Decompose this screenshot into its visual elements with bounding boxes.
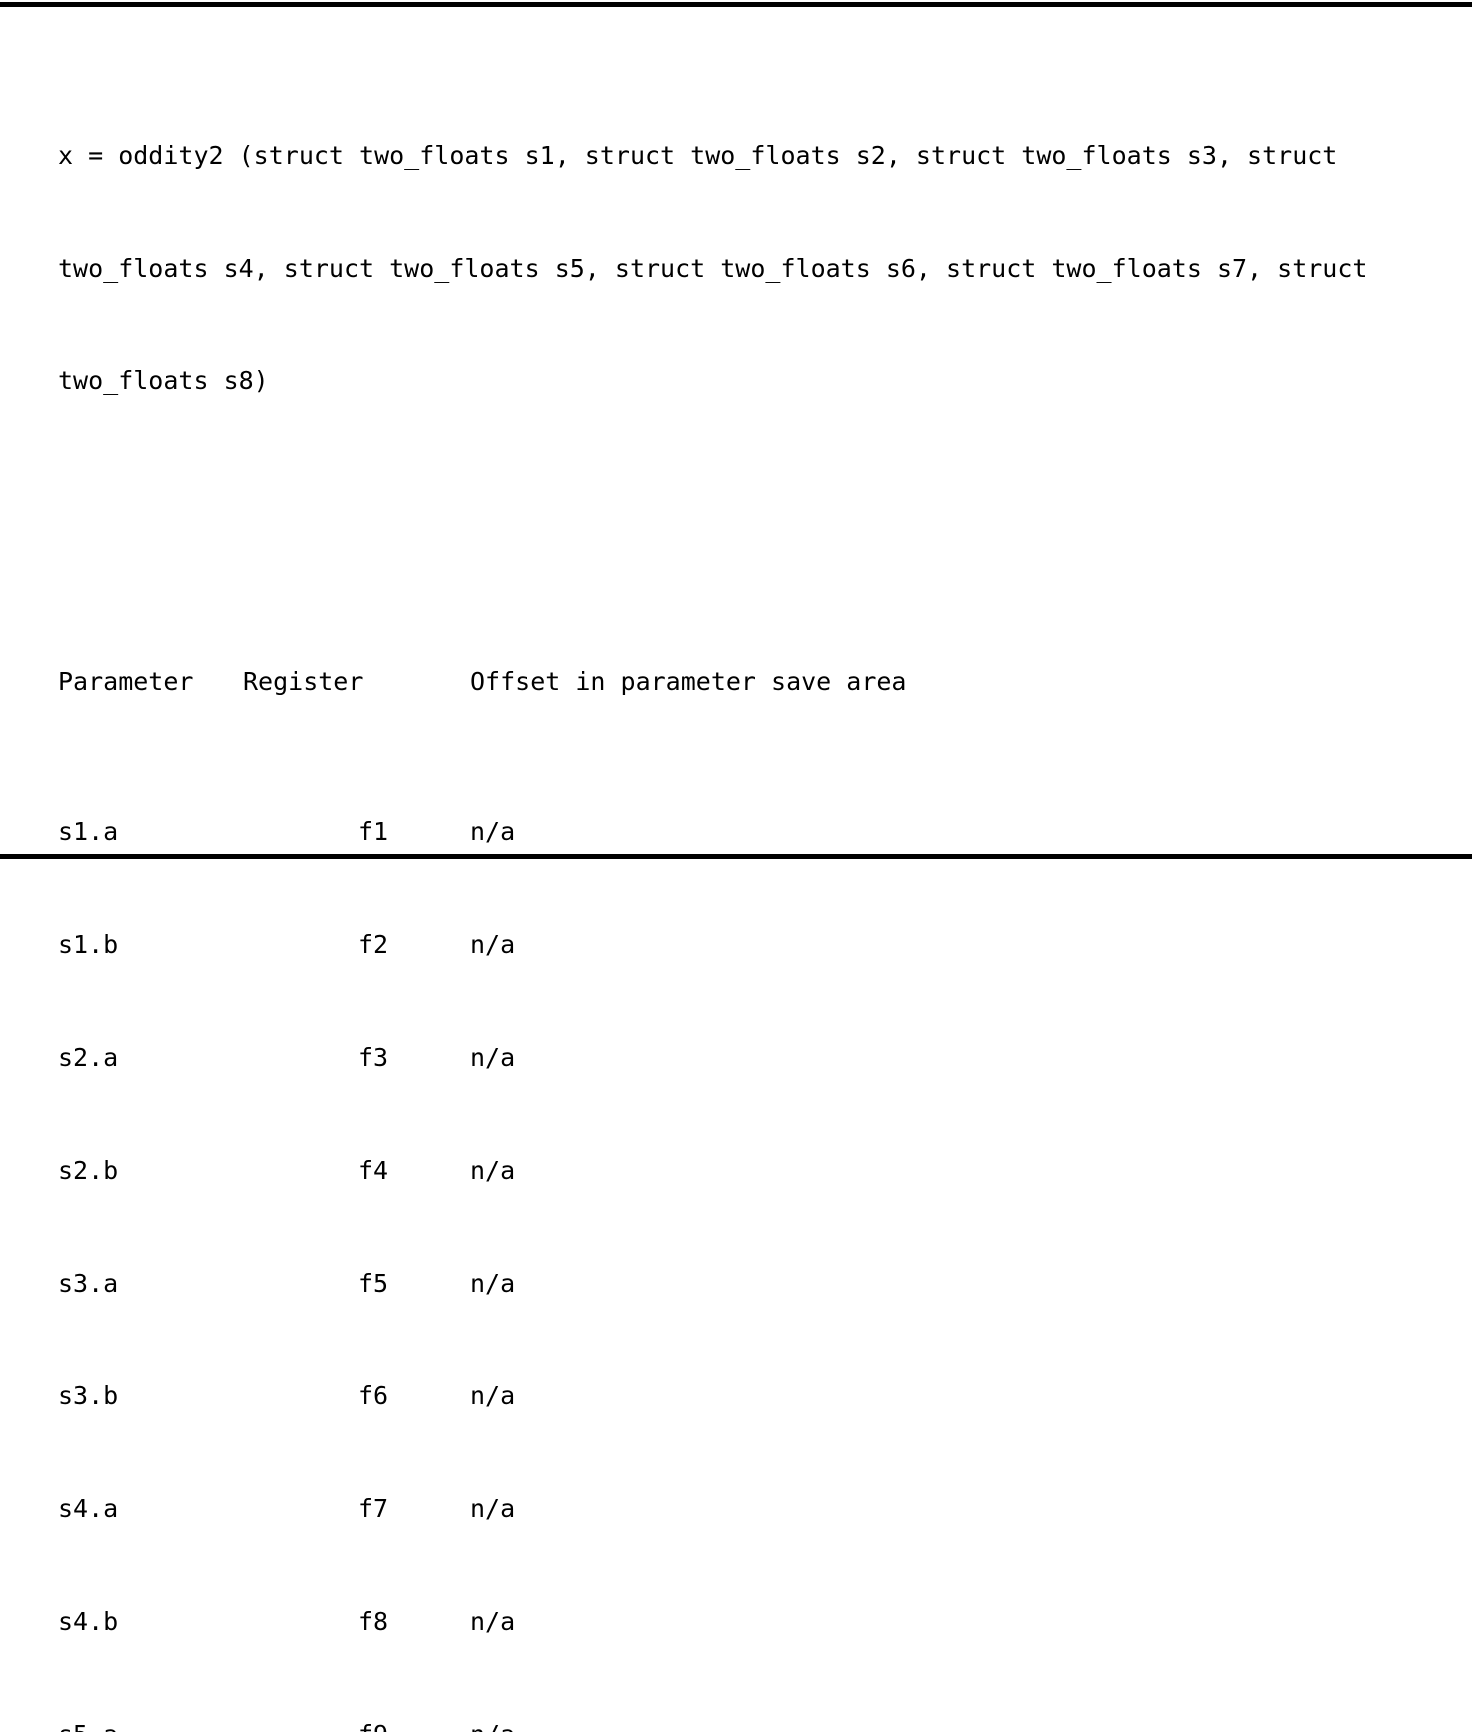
parameter-cell: s1.a [58,817,119,847]
parameter-cell: s5.a [58,1716,118,1732]
offset-cell: n/a [470,1494,516,1524]
register-cell: f3 [358,1043,389,1073]
table-row: s2.b f4 n/a [58,1152,1367,1190]
register-cell: f2 [358,930,389,960]
parameter-cell: s3.a [58,1268,119,1298]
table-row: s1.b f2 n/a [58,926,1367,964]
offset-cell: n/a [470,1268,516,1298]
function-signature-line: x = oddity2 (struct two_floats s1, struc… [58,140,1338,170]
offset-cell: n/a [470,1716,515,1732]
register-cell: f9 [358,1716,388,1732]
offset-cell: n/a [470,1043,516,1073]
function-signature-line: two_floats s4, struct two_floats s5, str… [58,253,1368,283]
register-cell: f5 [358,1268,389,1298]
table-row: s3.b f6 n/a [58,1377,1367,1415]
register-cell: f4 [358,1155,389,1185]
offset-cell: n/a [470,817,516,847]
parameter-cell: s4.b [58,1606,119,1636]
offset-cell: n/a [470,1606,516,1636]
parameter-cell: s4.a [58,1494,119,1524]
table-header-row: Parameter Register Offset in parameter s… [58,663,1367,701]
register-column-header: Register [243,667,364,697]
parameter-cell: s3.b [58,1381,119,1411]
offset-cell: n/a [470,1155,516,1185]
table-row: s3.a f5 n/a [58,1265,1367,1303]
register-cell: f8 [358,1606,389,1636]
parameter-cell: s1.b [58,930,119,960]
table-row: s2.a f3 n/a [58,1039,1367,1077]
parameter-cell: s2.b [58,1155,119,1185]
function-signature-line: two_floats s8) [58,366,269,396]
table-row: s4.a f7 n/a [58,1490,1367,1528]
offset-cell: n/a [470,1381,516,1411]
code-example-block: x = oddity2 (struct two_floats s1, struc… [58,24,1367,1732]
table-row: s1.a f1 n/a [58,813,1367,851]
register-cell: f6 [358,1381,389,1411]
blank-line [58,513,1367,551]
parameter-cell: s2.a [58,1043,119,1073]
table-row: s5.a f9 n/a [58,1716,1367,1732]
register-cell: f1 [358,817,389,847]
parameter-column-header: Parameter [58,667,194,697]
top-rule [0,2,1472,7]
register-cell: f7 [358,1494,389,1524]
offset-cell: n/a [470,930,516,960]
table-row: s4.b f8 n/a [58,1603,1367,1641]
bottom-rule [0,854,1472,859]
offset-column-header: Offset in parameter save area [470,667,907,697]
